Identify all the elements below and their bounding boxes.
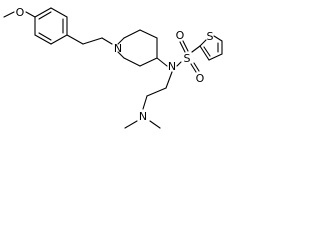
atom-label-s-sulfonyl: S (184, 52, 191, 65)
bond-ch2-nme2 (142, 95, 148, 110)
bond-n-s (176, 61, 182, 67)
atom-label-n-sulfonamide: N (168, 60, 176, 73)
bond-o-aryl (25, 11, 36, 18)
thiophene-ring (199, 35, 223, 61)
atom-label-o-sulfonyl-bottom: O (196, 72, 205, 85)
piperidine-ring (117, 29, 158, 67)
bond-s-o-top (179, 41, 186, 53)
bond-methyl-o (3, 11, 15, 18)
benzene-ring (34, 7, 68, 45)
bond-s-thiophene (191, 45, 201, 53)
bond-n-ch2 (165, 71, 173, 89)
atom-label-o-sulfonyl-top: O (176, 29, 185, 42)
bond-s-o-top-2 (182, 40, 189, 52)
bond-s-o-bottom (190, 63, 197, 73)
bond-aryl-ch2 (66, 34, 84, 45)
atom-label-n-piperidine: N (114, 42, 122, 55)
bond-nme-right (149, 120, 161, 129)
bond-ch2-ch2 (82, 37, 103, 45)
chemical-structure-diagram: O N N S O O S N (3, 6, 223, 129)
bond-s-o-bottom-2 (193, 62, 200, 72)
bond-nme-left (124, 120, 138, 129)
bond-ch2-n (101, 37, 113, 45)
atom-label-o-methoxy: O (16, 6, 25, 19)
bond-ch2-ch2-b (146, 87, 167, 97)
bond-c4-n (156, 57, 168, 67)
atom-label-n-dimethylamino: N (139, 110, 147, 123)
atom-label-s-thiophene: S (207, 30, 214, 43)
